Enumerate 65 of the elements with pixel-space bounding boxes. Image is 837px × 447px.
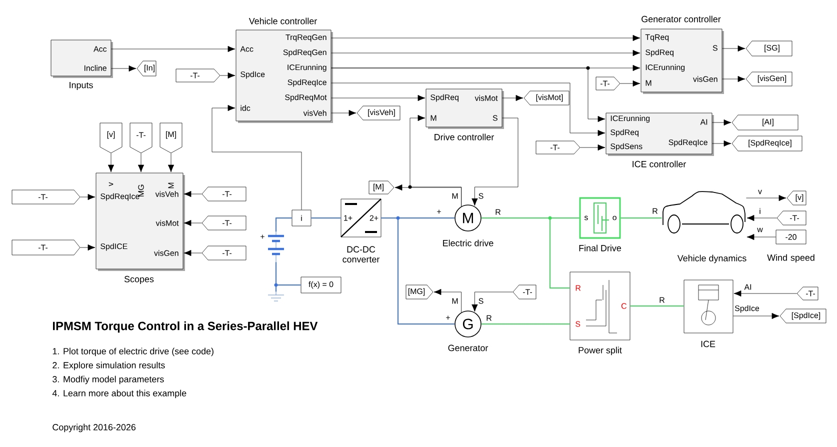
- arrow: [111, 65, 136, 72]
- subsystem-block: [236, 18, 333, 123]
- block-name: Generator: [448, 344, 488, 352]
- subsystem-block: [640, 16, 724, 94]
- arrow: [502, 94, 524, 102]
- block-name: ICE controller: [632, 160, 686, 168]
- arrow: [746, 214, 777, 222]
- block-name: DC-DC converter: [342, 246, 380, 262]
- arrow: [331, 68, 606, 122]
- arrow: [580, 144, 606, 151]
- arrow: [184, 220, 202, 226]
- arrow: [410, 114, 462, 207]
- block-name: Inputs: [70, 82, 93, 90]
- arrow: [184, 250, 202, 256]
- connection-line: [276, 218, 292, 232]
- arrow: [472, 118, 518, 206]
- block-name: Drive controller: [434, 134, 494, 140]
- arrow: [184, 190, 202, 198]
- block-name: ICE: [701, 340, 716, 348]
- arrow: [331, 82, 606, 136]
- arrow: [734, 290, 797, 297]
- arrow: [80, 194, 96, 200]
- block-name: Wind speed: [767, 254, 814, 263]
- note-text: 4. Learn more about this example: [52, 390, 186, 398]
- note-text: 1. Plot torque of electric drive (see code): [52, 348, 214, 356]
- title: IPMSM Torque Control in a Series-Parallel HEV: [53, 321, 318, 333]
- block-name: Vehicle controller: [248, 18, 317, 24]
- arrow: [331, 34, 640, 42]
- subsystem-block: [50, 40, 113, 90]
- note-text: 3. Modfiy model parameters: [52, 376, 164, 384]
- block-name: Vehicle dynamics: [677, 254, 746, 264]
- connection-line: [380, 218, 456, 324]
- arrow: [733, 312, 780, 320]
- arrow: [168, 153, 174, 172]
- arrow: [331, 94, 426, 102]
- block-name: Scopes: [124, 276, 154, 284]
- subsystem-block: [606, 112, 714, 168]
- arrow: [722, 76, 746, 82]
- block-name: Power split: [578, 346, 622, 356]
- arrow: [138, 153, 144, 172]
- arrow: [331, 50, 640, 56]
- arrow: [472, 292, 513, 312]
- arrow: [722, 45, 746, 52]
- block-name: Electric drive: [443, 240, 494, 246]
- arrow: [220, 72, 236, 79]
- arrow: [331, 110, 356, 116]
- note-text: Copyright 2016-2026: [52, 424, 136, 432]
- subsystem-block: [96, 172, 185, 284]
- arrow: [746, 234, 776, 240]
- arrow: [620, 80, 640, 87]
- arrow: [712, 119, 732, 126]
- block-name: Generator controller: [642, 16, 721, 22]
- note-text: 2. Explore simulation results: [52, 362, 165, 370]
- arrow: [746, 194, 786, 202]
- subsystem-block: [426, 88, 504, 140]
- block-name: Final Drive: [579, 244, 622, 252]
- arrow: [111, 46, 236, 52]
- arrow: [712, 140, 732, 147]
- ground-symbol: [268, 292, 284, 302]
- arrow: [212, 104, 302, 210]
- arrow: [80, 244, 96, 251]
- arrow: [434, 288, 462, 313]
- arrow: [108, 153, 114, 172]
- battery-symbol: [266, 232, 286, 262]
- connection-line: [480, 218, 570, 288]
